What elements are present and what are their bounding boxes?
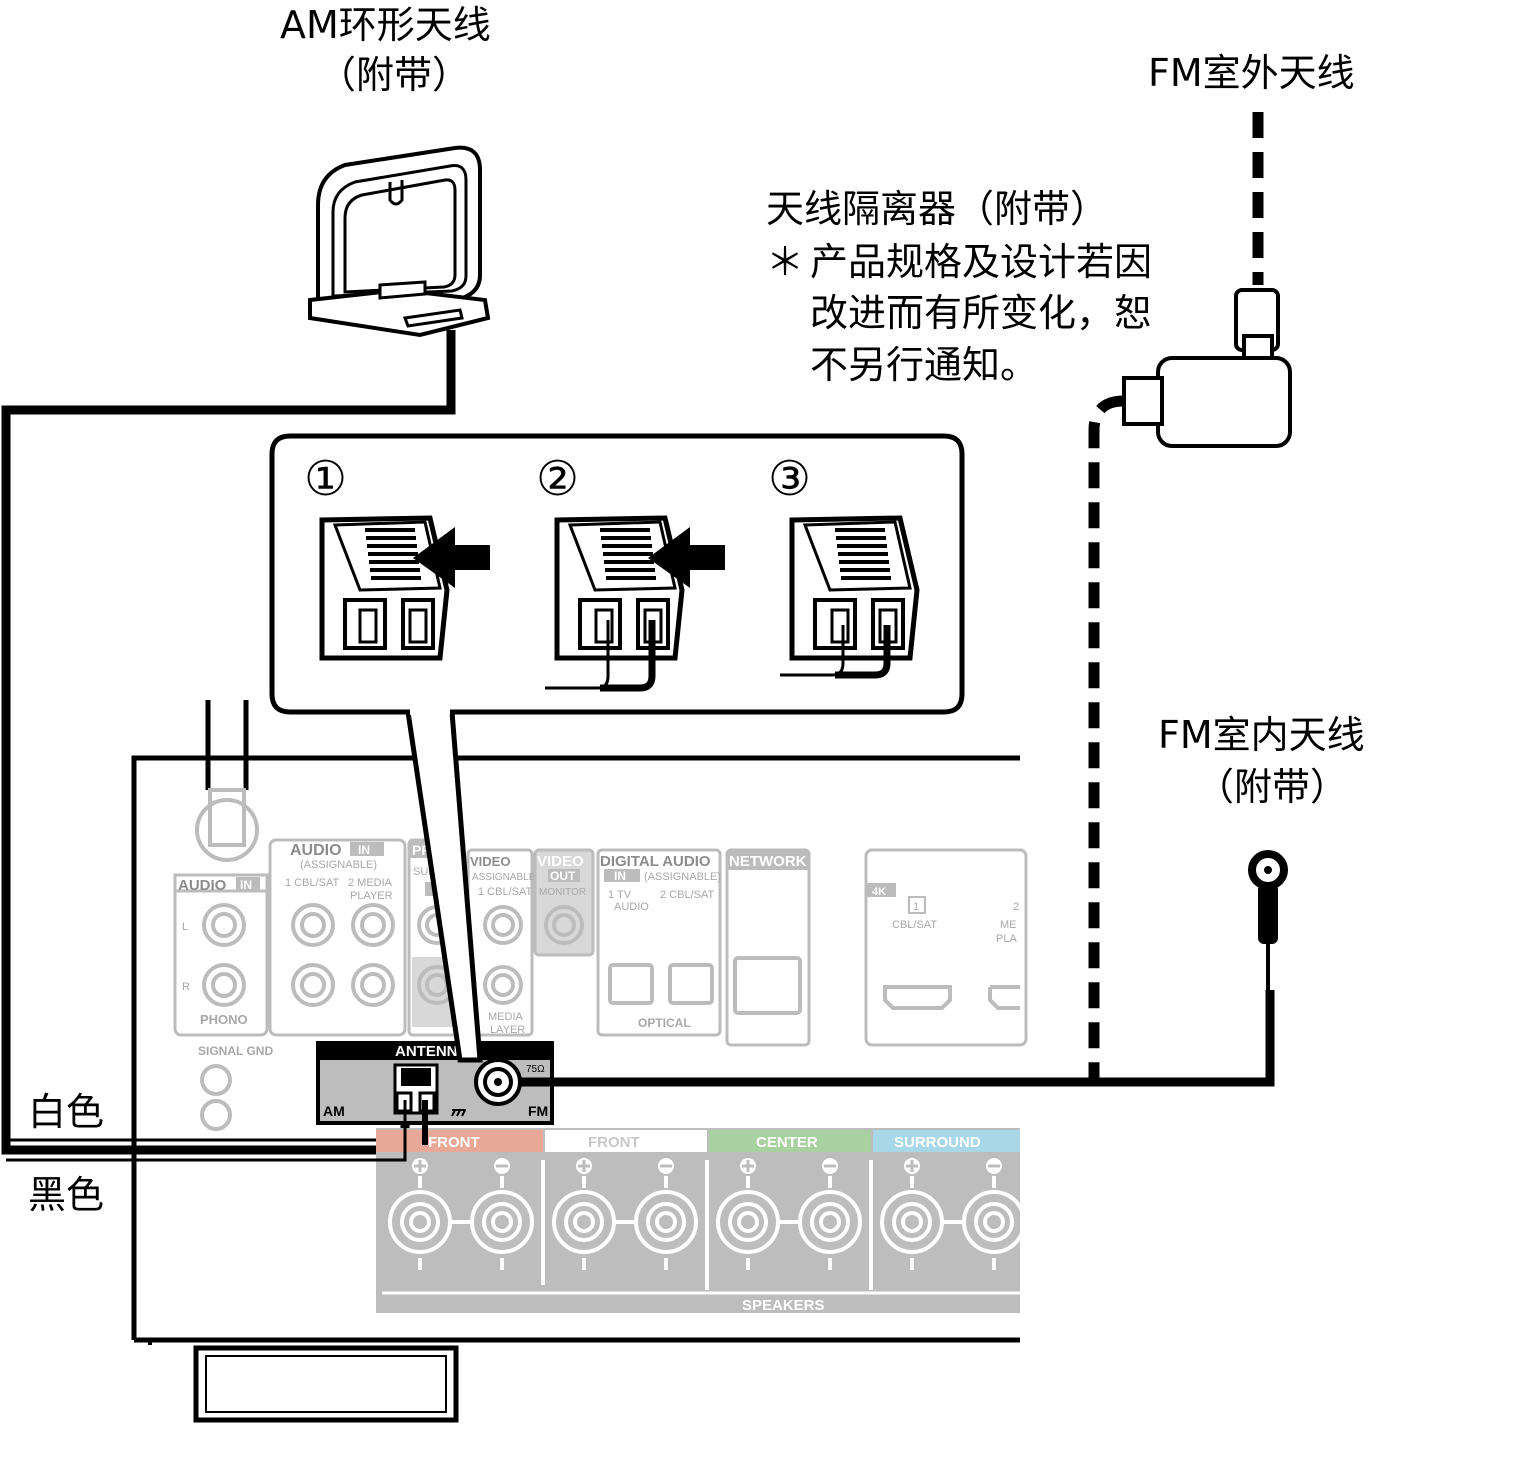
front-l-label: FRONT xyxy=(588,1134,640,1151)
white-wire-label: 白色 xyxy=(28,1090,104,1134)
am-loop-antenna-icon xyxy=(308,145,491,338)
ohm-label: 75Ω xyxy=(526,1064,545,1075)
isolator-note-line2: 改进而有所变化，恕 xyxy=(810,291,1152,335)
speakers-label: SPEAKERS xyxy=(742,1297,825,1314)
audio-media-label: 2 MEDIA xyxy=(348,877,393,889)
am-terminal-label: AM xyxy=(323,1103,345,1119)
audio-in-label: AUDIO xyxy=(290,842,342,859)
hdmi-4k-label: 4K xyxy=(872,886,886,898)
antenna-label: ANTENNA xyxy=(395,1043,468,1060)
surround-r-label: SURROUND xyxy=(894,1134,981,1151)
assignable-label: (ASSIGNABLE) xyxy=(300,859,377,871)
digital-in-label: IN xyxy=(614,869,626,883)
video-out-label: VIDEO xyxy=(537,853,584,870)
digital-assignable-label: (ASSIGNABLE) xyxy=(644,871,721,883)
optical-label: OPTICAL xyxy=(638,1016,691,1030)
video-layer-label: LAYER xyxy=(490,1024,525,1036)
isolator-note-line3: 不另行通知。 xyxy=(810,343,1038,387)
digital-audio-label: DIGITAL AUDIO xyxy=(600,853,711,870)
audio-cbl-label: 1 CBL/SAT xyxy=(285,877,339,889)
antenna-isolator-icon xyxy=(1122,288,1292,448)
jack-l-label: L xyxy=(182,921,188,933)
hdmi-1-label: 1 xyxy=(913,901,919,913)
phono-label: PHONO xyxy=(200,1012,248,1027)
digital-tv2-label: AUDIO xyxy=(614,901,649,913)
monitor-label: MONITOR xyxy=(539,887,586,898)
digital-tv-label: 1 TV xyxy=(608,889,632,901)
hdmi-me-label: ME xyxy=(1000,919,1017,931)
front-r-label: FRONT xyxy=(428,1134,480,1151)
isolator-label: 天线隔离器（附带） xyxy=(766,187,1108,231)
audio-in-badge: IN xyxy=(358,843,370,857)
step-2-number: ② xyxy=(536,451,579,507)
network-label: NETWORK xyxy=(729,853,807,870)
fm-outdoor-cable-to-receiver xyxy=(1088,395,1125,1082)
step-1-terminal-icon xyxy=(319,515,490,661)
speaker-terminals xyxy=(388,1168,1026,1270)
digital-cbl-label: 2 CBL/SAT xyxy=(660,889,714,901)
fm-terminal-label: FM xyxy=(528,1103,548,1119)
audio-player-label: PLAYER xyxy=(350,890,393,902)
fm-cable xyxy=(518,990,1275,1087)
jack-r-label: R xyxy=(182,981,190,993)
audio-in-left-label: AUDIO xyxy=(178,877,227,894)
fm-indoor-antenna-icon xyxy=(1248,850,1288,995)
am-antenna-included-label: （附带） xyxy=(318,53,470,97)
black-wire-label: 黑色 xyxy=(28,1173,104,1217)
step-1-number: ① xyxy=(304,451,347,507)
video-media-label: MEDIA xyxy=(488,1011,524,1023)
step-3-number: ③ xyxy=(768,451,811,507)
antenna-terminal-panel: ANTENNA AM FM 75Ω xyxy=(316,1041,554,1125)
center-label: CENTER xyxy=(756,1134,818,1151)
hdmi-pla-label: PLA xyxy=(996,933,1017,945)
isolator-note-line1: 产品规格及设计若因 xyxy=(810,240,1152,284)
am-connection-steps-callout: ① ② ③ xyxy=(269,433,965,1063)
am-antenna-label: AM环形天线 xyxy=(280,3,491,47)
receiver-rear-panel: AUDIO IN L R PHONO SIGNAL GND AUDIO IN (… xyxy=(131,700,1028,1423)
fm-outdoor-antenna-label: FM室外天线 xyxy=(1148,51,1355,95)
step-2-terminal-icon xyxy=(545,515,725,692)
hdmi-cbl-label: CBL/SAT xyxy=(892,919,937,931)
audio-in-left-badge: IN xyxy=(240,878,252,892)
video-cbl-label: 1 CBL/SAT xyxy=(478,886,532,898)
fm-indoor-included-label: （附带） xyxy=(1196,765,1348,809)
isolator-note-mark: ＊ xyxy=(766,240,804,284)
front-r-band xyxy=(376,1130,543,1152)
step-3-terminal-icon xyxy=(780,515,920,679)
signal-gnd-label: SIGNAL GND xyxy=(198,1044,273,1058)
video-assignable-label: ASSIGNABLE) xyxy=(472,872,539,883)
video-in-label: VIDEO xyxy=(470,854,510,869)
out-label: OUT xyxy=(550,869,576,883)
hdmi-2-label: 2 xyxy=(1013,901,1019,913)
fm-indoor-antenna-label: FM室内天线 xyxy=(1158,713,1365,757)
